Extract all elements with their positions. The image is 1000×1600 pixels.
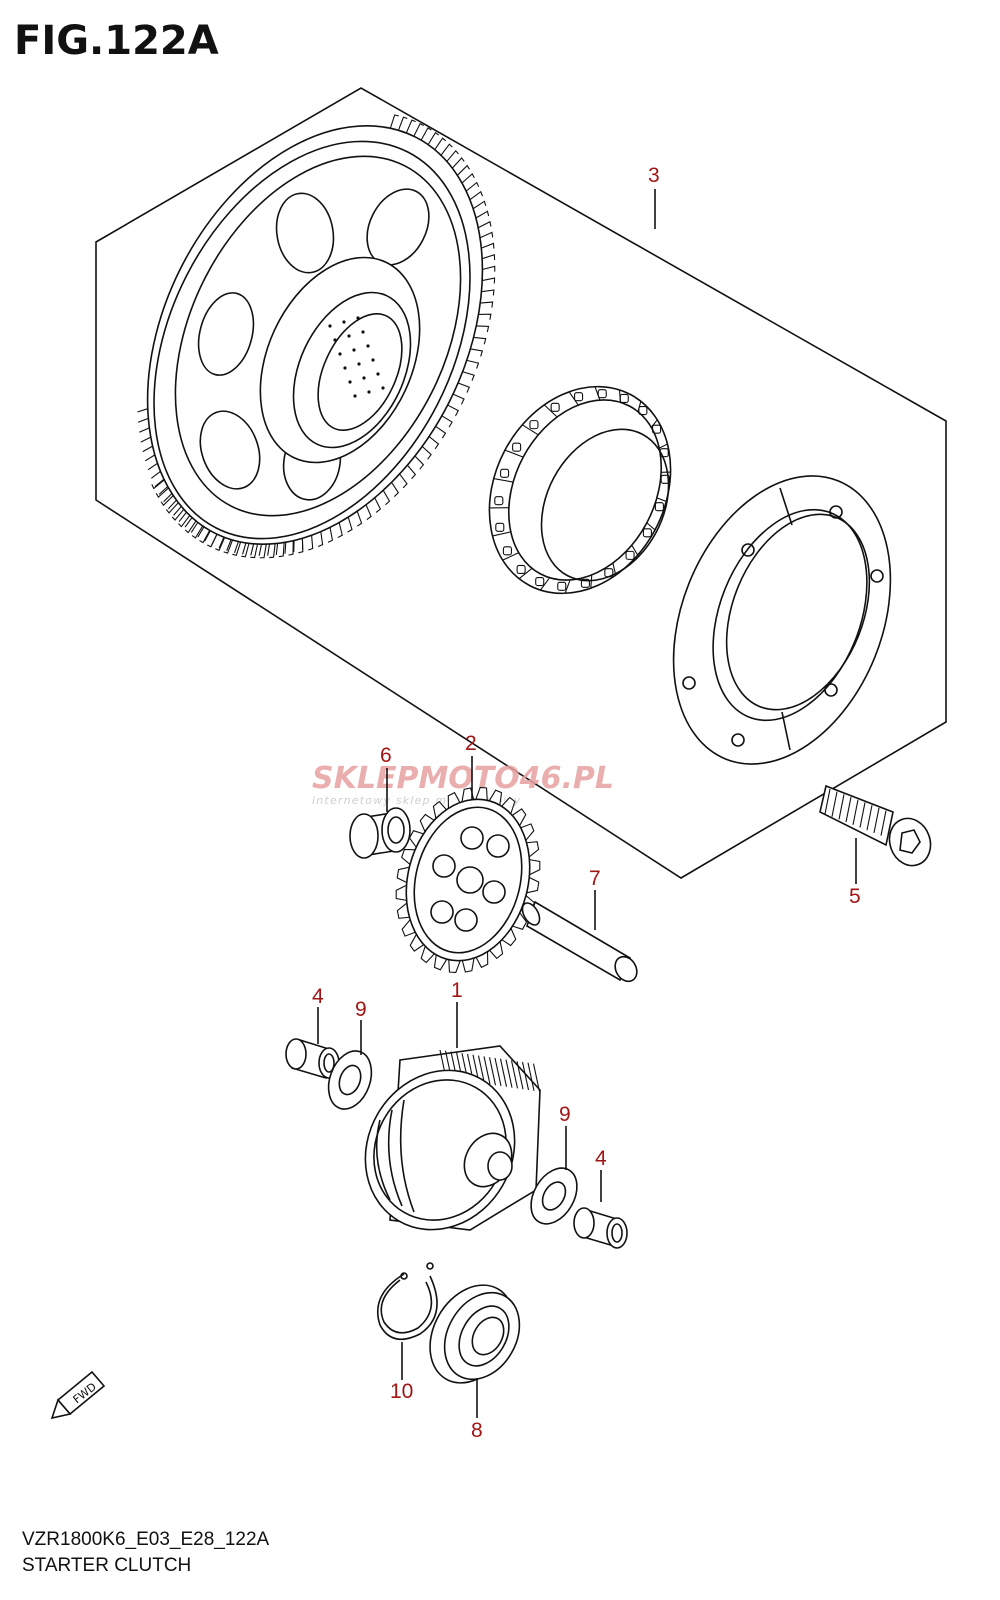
circlip	[376, 1262, 438, 1341]
starter-idle-gear	[395, 786, 541, 974]
callout-part-7: 7	[589, 867, 601, 890]
bushing-right	[573, 1207, 628, 1249]
assembly-outline-box	[95, 87, 947, 879]
leader-lines	[317, 189, 857, 1418]
callout-part-1: 1	[451, 979, 463, 1002]
callout-part-4-left: 4	[312, 985, 324, 1008]
idle-gear-shaft	[521, 900, 638, 983]
callout-part-4-right: 4	[595, 1147, 607, 1170]
callout-part-3: 3	[648, 164, 660, 187]
starter-clutch-bolt	[819, 784, 932, 867]
callout-labels: 3 6 2 5 7 1 4 9 9 4 10 8	[312, 164, 861, 1442]
callout-part-9-left: 9	[355, 998, 367, 1021]
callout-part-5: 5	[849, 885, 861, 908]
callout-part-2: 2	[465, 732, 477, 755]
idle-gear-bushing	[349, 807, 411, 859]
starter-driven-gear	[137, 114, 496, 559]
washer-left	[327, 1050, 373, 1110]
model-code: VZR1800K6_E03_E28_122A	[22, 1529, 270, 1550]
washer-right	[530, 1167, 578, 1225]
callout-part-8: 8	[471, 1419, 483, 1442]
starter-clutch-guide	[672, 475, 892, 765]
callout-part-6: 6	[380, 744, 392, 767]
fwd-arrow-icon: FWD	[50, 1370, 106, 1420]
figure-title: FIG.122A	[14, 18, 219, 64]
watermark-brand: SKLEPMOTO46.PL	[312, 761, 614, 796]
callout-part-9-right: 9	[559, 1103, 571, 1126]
figure-footer: VZR1800K6_E03_E28_122A STARTER CLUTCH	[22, 1527, 269, 1579]
one-way-clutch	[488, 385, 672, 595]
section-name: STARTER CLUTCH	[22, 1555, 192, 1576]
starter-torque-limiter	[364, 1045, 541, 1231]
bearing	[429, 1284, 521, 1384]
callout-part-10: 10	[390, 1380, 413, 1403]
